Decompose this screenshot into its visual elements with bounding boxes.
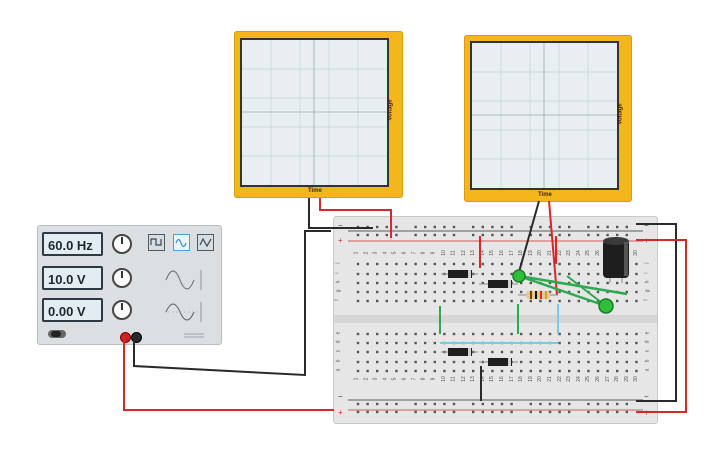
wire-black: [636, 223, 677, 402]
frequency-knob[interactable]: [112, 234, 132, 254]
waveform-hints: [164, 270, 204, 338]
oscilloscope-right[interactable]: Voltage Time: [464, 35, 632, 202]
x-axis-label: Time: [538, 192, 552, 198]
wire-green: [566, 275, 607, 307]
rail-minus-label: −: [644, 221, 649, 230]
amplitude-knob[interactable]: [112, 268, 132, 288]
oscilloscope-left[interactable]: Voltage Time: [234, 31, 403, 198]
triangle-wave-button[interactable]: [197, 234, 214, 251]
x-axis-label: Time: [308, 188, 322, 194]
rail-minus-label: −: [338, 221, 343, 230]
oscilloscope-grid: [472, 43, 617, 188]
function-generator[interactable]: 60.0 Hz 10.0 V 0.00 V: [37, 225, 222, 345]
wire-green: [518, 274, 607, 308]
wire-red: [548, 200, 558, 296]
negative-terminal[interactable]: [131, 332, 142, 343]
wire-black: [133, 230, 331, 377]
diode: [441, 270, 478, 278]
amplitude-display: 10.0 V: [42, 266, 103, 290]
dc-offset-knob[interactable]: [112, 300, 132, 320]
wire-green: [518, 274, 628, 296]
wire-black: [308, 198, 373, 229]
square-wave-icon: [150, 238, 162, 246]
oscilloscope-screen: [470, 41, 619, 190]
diode: [479, 358, 518, 366]
sine-wave-button[interactable]: [173, 234, 190, 251]
diode: [441, 348, 478, 356]
capacitor: [603, 237, 629, 283]
wire-red: [123, 336, 334, 411]
resistor: [518, 291, 558, 299]
rail-minus-label: −: [338, 392, 343, 401]
wire-black: [518, 200, 540, 273]
oscilloscope-grid: [242, 40, 387, 185]
dc-offset-display: 0.00 V: [42, 298, 103, 322]
oscilloscope-screen: [240, 38, 389, 187]
rail-minus-label: −: [644, 392, 649, 401]
probe-clip: [512, 269, 526, 283]
power-switch[interactable]: [48, 330, 66, 338]
wire-red: [636, 239, 687, 413]
diode: [479, 280, 518, 288]
rail-plus-label: +: [338, 236, 343, 245]
wire-red: [319, 198, 392, 238]
probe-clip: [598, 298, 614, 314]
square-wave-button[interactable]: [148, 234, 165, 251]
rail-plus-label: +: [338, 408, 343, 417]
frequency-display: 60.0 Hz: [42, 232, 103, 256]
triangle-wave-icon: [199, 237, 212, 248]
positive-terminal[interactable]: [120, 332, 131, 343]
sine-wave-icon: [175, 238, 187, 248]
